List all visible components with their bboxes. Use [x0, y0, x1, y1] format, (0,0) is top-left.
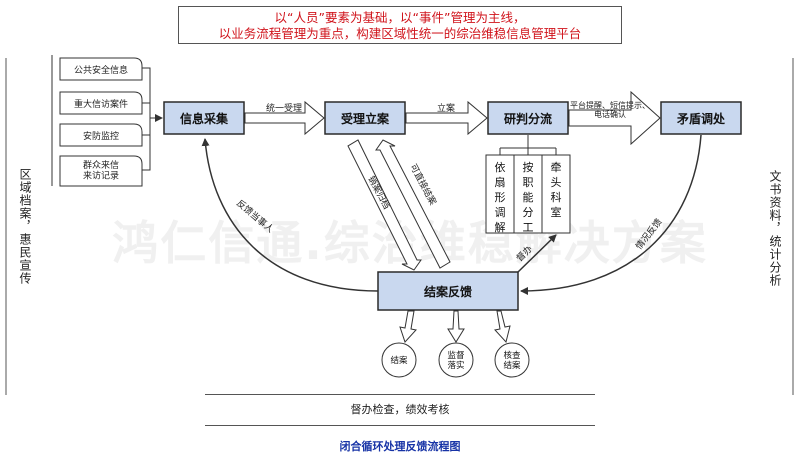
right-side-label: 文书资料，统计分析	[768, 170, 782, 287]
edge-label-feedback-party: 反馈当事人	[234, 197, 276, 235]
headline-box: 以“人员”要素为基础，以“事件”管理为主线， 以业务流程管理为重点，构建区域性统…	[178, 6, 622, 44]
node-feedback[interactable]: 结案反馈	[377, 271, 519, 311]
subtask-fan-mediation-label: 依扇形调解	[495, 161, 506, 234]
subtask-by-function[interactable]: 按职能分工	[513, 154, 543, 234]
source-item-public-safety[interactable]: 公共安全信息	[59, 57, 143, 81]
outcome-verify-close-label: 核查结案	[503, 350, 521, 371]
subtask-connectors	[499, 135, 557, 155]
arc-feedback-party: 反馈当事人	[201, 138, 379, 292]
edge-label-situation-feedback: 情况反馈	[633, 216, 665, 252]
source-item-security-monitor[interactable]: 安防监控	[59, 123, 143, 147]
subtask-lead-office[interactable]: 牵头科室	[541, 154, 571, 234]
node-mediate[interactable]: 矛盾调处	[660, 101, 742, 135]
edge-label-notify: 平台提醒、短信提示、电话确认	[570, 100, 650, 119]
node-feedback-label: 结案反馈	[424, 284, 472, 299]
headline-line-1: 以“人员”要素为基础，以“事件”管理为主线，	[274, 10, 526, 25]
arrow-supervise: 督办	[514, 234, 557, 273]
source-label-petition-cases: 重大信访案件	[74, 98, 128, 110]
arrow-collect-register: 统一受理	[244, 100, 325, 136]
diagram-caption: 闭合循环处理反馈流程图	[339, 440, 461, 453]
subtask-fan-mediation[interactable]: 依扇形调解	[485, 154, 515, 234]
source-label-security-monitor: 安防监控	[83, 130, 119, 142]
source-item-public-letters[interactable]: 群众来信来访记录	[59, 155, 143, 187]
outcome-supervise-implement[interactable]: 监督落实	[438, 342, 474, 378]
node-analyze-label: 研判分流	[504, 111, 552, 126]
subtask-by-function-label: 按职能分工	[523, 160, 534, 234]
arrow-analyze-mediate: 平台提醒、短信提示、电话确认	[568, 90, 661, 146]
arrow-register-analyze: 立案	[405, 100, 488, 136]
subtask-lead-office-label: 牵头科室	[551, 161, 562, 219]
node-collect-label: 信息采集	[180, 111, 229, 126]
edge-label-unified-accept: 统一受理	[266, 102, 302, 114]
node-mediate-label: 矛盾调处	[676, 111, 726, 126]
source-connectors	[142, 67, 163, 171]
node-collect[interactable]: 信息采集	[163, 101, 245, 135]
outcome-arrows	[399, 310, 511, 344]
node-register[interactable]: 受理立案	[324, 101, 406, 135]
outcome-verify-close[interactable]: 核查结案	[494, 342, 530, 378]
edge-label-supervise: 督办	[514, 243, 535, 264]
outcome-supervise-implement-label: 监督落实	[447, 350, 465, 371]
node-register-label: 受理立案	[341, 111, 390, 126]
outcome-closed-label: 结案	[390, 355, 408, 366]
outcome-closed[interactable]: 结案	[381, 342, 417, 378]
edge-label-file-case: 立案	[437, 102, 455, 114]
node-analyze[interactable]: 研判分流	[487, 101, 569, 135]
source-item-petition-cases[interactable]: 重大信访案件	[59, 91, 143, 115]
headline-line-2: 以业务流程管理为重点，构建区域性统一的综治维稳信息管理平台	[218, 26, 582, 41]
source-list: 公共安全信息 重大信访案件 安防监控 群众来信来访记录	[59, 57, 143, 187]
source-label-public-letters: 群众来信来访记录	[83, 159, 119, 181]
footer-text: 督办检查，绩效考核	[350, 403, 450, 416]
left-side-label: 区域档案，惠民宣传	[18, 168, 32, 285]
footer-box: 督办检查，绩效考核	[205, 394, 595, 426]
source-label-public-safety: 公共安全信息	[74, 64, 128, 76]
